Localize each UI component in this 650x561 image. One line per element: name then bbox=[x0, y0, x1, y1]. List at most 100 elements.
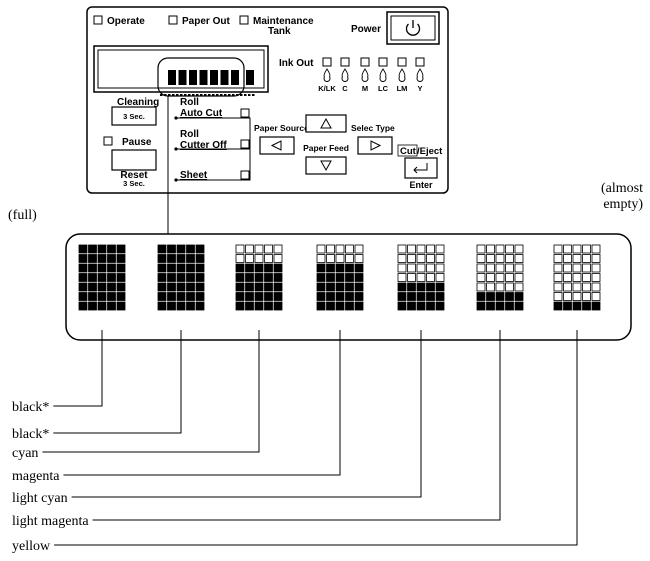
right-arrow-icon bbox=[370, 140, 382, 151]
paper-mode-bracket bbox=[176, 117, 251, 181]
leader-1: black* bbox=[12, 330, 103, 415]
ink-gauge-3 bbox=[235, 244, 283, 311]
cut-label: Cut bbox=[400, 146, 417, 157]
tank-label: Tank bbox=[268, 26, 291, 37]
leader-4: magenta bbox=[12, 330, 341, 484]
lcd-block-7 bbox=[231, 70, 239, 85]
almost-empty-label-1: (almost bbox=[601, 181, 643, 196]
ink-slot-4: LC bbox=[378, 57, 389, 93]
cleaning-label: Cleaning bbox=[117, 97, 159, 108]
ink-drop-icon bbox=[323, 68, 331, 82]
roll-auto-cut-indicator: Roll Auto Cut bbox=[174, 97, 250, 120]
select-type-button[interactable] bbox=[357, 136, 393, 155]
down-arrow-icon bbox=[320, 160, 332, 172]
ink-gauge-2 bbox=[157, 244, 205, 311]
control-panel: Operate Paper Out Maintenance Tank Power bbox=[86, 6, 449, 194]
ink-slot-6: Y bbox=[415, 57, 425, 93]
roll-cutter-off-indicator: Roll Cutter Off bbox=[174, 129, 250, 151]
power-icon bbox=[405, 20, 421, 36]
lcd-block-1 bbox=[168, 70, 176, 85]
ink-slot-label: Y bbox=[417, 84, 422, 93]
power-label: Power bbox=[351, 24, 381, 35]
lcd-block-5 bbox=[210, 70, 218, 85]
lcd-block-6 bbox=[220, 70, 229, 85]
lcd-block-4 bbox=[199, 70, 208, 85]
cleaning-button[interactable]: 3 Sec. bbox=[111, 106, 157, 126]
ink-slot-3: M bbox=[360, 57, 370, 93]
ink-color-label: yellow bbox=[12, 539, 51, 554]
paper-out-indicator: Paper Out bbox=[168, 15, 230, 27]
operate-indicator: Operate bbox=[93, 15, 145, 27]
ink-slot-label: M bbox=[362, 84, 368, 93]
power-button[interactable] bbox=[386, 11, 440, 45]
sheet-label: Sheet bbox=[180, 170, 208, 181]
pause-button[interactable] bbox=[111, 149, 157, 171]
ink-color-label: black* bbox=[12, 400, 49, 415]
select-type-label: Selec Type bbox=[351, 123, 395, 133]
maintenance-label: Maintenance bbox=[253, 16, 314, 27]
roll-auto-cut-label-1: Roll bbox=[180, 97, 199, 108]
roll-cutter-off-label-2: Cutter Off bbox=[180, 140, 227, 151]
leader-3: cyan bbox=[12, 330, 260, 461]
lcd-block-2 bbox=[178, 70, 187, 85]
left-arrow-icon bbox=[270, 140, 282, 151]
ink-gauges bbox=[78, 244, 601, 311]
ink-color-label: light cyan bbox=[12, 491, 68, 506]
ink-drop-icon bbox=[398, 68, 406, 82]
ink-color-leaders: black* black* cyan magenta light cyan light m… bbox=[12, 330, 578, 554]
up-arrow-icon bbox=[320, 117, 332, 129]
cleaning-sub-label: 3 Sec. bbox=[123, 112, 145, 121]
ink-slot-label: LM bbox=[397, 84, 408, 93]
lcd-display bbox=[93, 45, 269, 97]
leader-5: light cyan bbox=[12, 330, 422, 506]
paper-source-label: Paper Source bbox=[254, 123, 309, 133]
paper-source-button[interactable] bbox=[259, 136, 295, 155]
almost-empty-label-2: empty) bbox=[603, 197, 643, 212]
ink-gauge-7 bbox=[553, 244, 601, 311]
down-button[interactable] bbox=[305, 156, 347, 175]
full-label: (full) bbox=[8, 208, 37, 223]
ink-slot-label: K/LK bbox=[318, 84, 336, 93]
ink-slot-2: C bbox=[340, 57, 350, 93]
paper-out-label: Paper Out bbox=[182, 16, 230, 27]
pause-indicator bbox=[103, 136, 113, 146]
roll-cutter-off-label-1: Roll bbox=[180, 129, 199, 140]
lcd-tick-marks bbox=[160, 94, 255, 96]
leader-2: black* bbox=[12, 330, 182, 442]
operate-label: Operate bbox=[107, 16, 145, 27]
ink-drop-icon bbox=[341, 68, 349, 82]
ink-slot-5: LM bbox=[397, 57, 408, 93]
ink-slot-1: K/LK bbox=[318, 57, 336, 93]
enter-button[interactable] bbox=[404, 157, 438, 179]
ink-out-indicators: K/LK C M LC LM Y bbox=[318, 57, 425, 93]
ink-color-label: magenta bbox=[12, 469, 60, 484]
ink-gauge-4 bbox=[316, 244, 364, 311]
pause-label: Pause bbox=[122, 137, 152, 148]
ink-color-label: light magenta bbox=[12, 514, 89, 529]
ink-gauge-5 bbox=[397, 244, 445, 311]
eject-label: /Eject bbox=[417, 146, 443, 157]
paper-feed-label: Paper Feed bbox=[303, 143, 349, 153]
ink-slot-label: LC bbox=[378, 84, 389, 93]
lcd-ink-blocks bbox=[168, 70, 239, 85]
lcd-block-3 bbox=[189, 70, 197, 85]
ink-color-label: cyan bbox=[12, 446, 38, 461]
reset-sub-label: 3 Sec. bbox=[123, 179, 145, 188]
enter-label: Enter bbox=[409, 180, 433, 190]
maintenance-tank-indicator: Maintenance Tank bbox=[239, 15, 314, 37]
ink-drop-icon bbox=[361, 68, 369, 82]
ink-gauge-1 bbox=[78, 244, 126, 311]
ink-gauge-6 bbox=[476, 244, 524, 311]
ink-out-label: Ink Out bbox=[279, 58, 314, 69]
reset-label: Reset bbox=[120, 170, 148, 181]
lcd-maintenance-block bbox=[246, 70, 254, 85]
leader-6: light magenta bbox=[12, 330, 501, 529]
ink-color-label: black* bbox=[12, 427, 49, 442]
enter-icon bbox=[413, 163, 428, 174]
up-button[interactable] bbox=[305, 114, 347, 133]
sheet-indicator: Sheet bbox=[174, 170, 250, 182]
ink-slot-label: C bbox=[342, 84, 348, 93]
leader-7: yellow bbox=[12, 330, 578, 554]
ink-drop-icon bbox=[379, 68, 387, 82]
